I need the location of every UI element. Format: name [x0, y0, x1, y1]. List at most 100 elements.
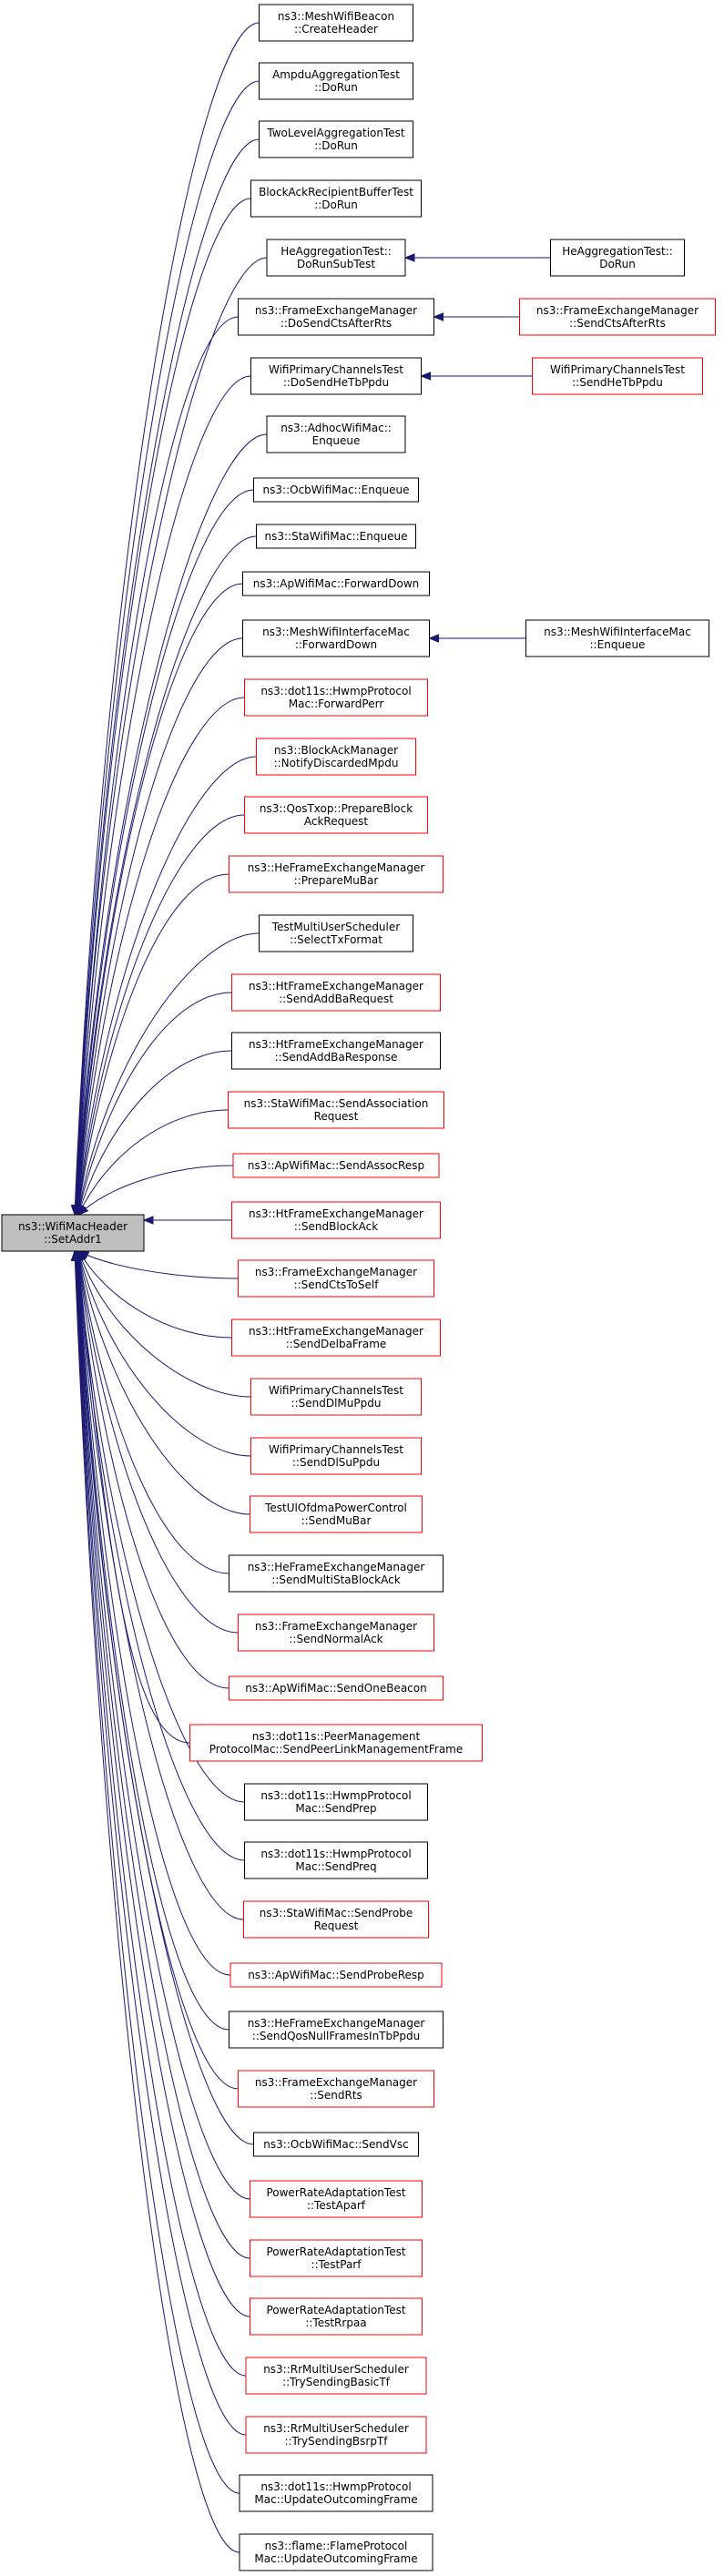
node-c25[interactable]: WifiPrimaryChannelsTest::SendDlSuPpdu	[250, 1437, 422, 1475]
node-c4[interactable]: HeAggregationTest::DoRunSubTest	[266, 239, 406, 277]
node-box	[259, 4, 413, 42]
node-c27[interactable]: ns3::HeFrameExchangeManager::SendMultiSt…	[229, 1554, 444, 1593]
node-c26[interactable]: TestUlOfdmaPowerControl::SendMuBar	[250, 1495, 423, 1533]
node-c34[interactable]: ns3::ApWifiMac::SendProbeResp	[229, 1962, 443, 1988]
node-box	[232, 1153, 440, 1178]
node-label-line: ns3::flame::FlameProtocol	[265, 2540, 408, 2552]
edge-line	[75, 375, 251, 1216]
node-c23[interactable]: ns3::HtFrameExchangeManager::SendDelbaFr…	[231, 1319, 441, 1357]
edge-line	[76, 756, 257, 1216]
node-c8[interactable]: ns3::OcbWifiMac::Enqueue	[253, 477, 419, 503]
node-c10[interactable]: ns3::ApWifiMac::ForwardDown	[242, 571, 430, 596]
node-c5[interactable]: ns3::FrameExchangeManager::DoSendCtsAfte…	[238, 298, 434, 336]
node-box	[256, 738, 416, 776]
node-c40[interactable]: PowerRateAdaptationTest::TestRrpaa	[250, 2297, 423, 2336]
node-c17[interactable]: ns3::HtFrameExchangeManager::SendAddBaRe…	[231, 973, 441, 1012]
node-label-line: ns3::FrameExchangeManager	[536, 304, 699, 317]
node-c0[interactable]: ns3::MeshWifiBeacon::CreateHeader	[259, 4, 413, 42]
node-label-line: DoRun	[599, 258, 636, 270]
edge-c18-to-root	[76, 1050, 232, 1217]
node-label-line: ns3::StaWifiMac::Enqueue	[265, 530, 408, 543]
node-c18[interactable]: ns3::HtFrameExchangeManager::SendAddBaRe…	[231, 1032, 441, 1070]
node-label-line: ns3::dot11s::HwmpProtocol	[260, 1848, 411, 1860]
node-box	[519, 298, 716, 336]
edge-line	[74, 1250, 247, 2436]
node-c2[interactable]: TwoLevelAggregationTest::DoRun	[259, 120, 413, 158]
node-c24[interactable]: WifiPrimaryChannelsTest::SendDlMuPpdu	[250, 1378, 422, 1416]
node-label-line: ::DoSendHeTbPpdu	[283, 376, 389, 389]
node-label-line: ns3::dot11s::HwmpProtocol	[260, 2480, 411, 2493]
node-c35[interactable]: ns3::HeFrameExchangeManager::SendQosNull…	[229, 2011, 444, 2049]
node-c13[interactable]: ns3::BlockAckManager::NotifyDiscardedMpd…	[256, 738, 416, 776]
node-c38[interactable]: PowerRateAdaptationTest::TestAparf	[250, 2180, 423, 2218]
node-label-line: ::SendCtsToSelf	[294, 1278, 380, 1291]
edge-line	[76, 637, 243, 1216]
node-label-line: Request	[314, 1919, 359, 1932]
node-c37[interactable]: ns3::OcbWifiMac::SendVsc	[253, 2132, 419, 2157]
node-c36[interactable]: ns3::FrameExchangeManager::SendRts	[238, 2070, 434, 2108]
edge-c10-to-root	[73, 583, 243, 1217]
node-c1[interactable]: AmpduAggregationTest::DoRun	[259, 62, 413, 100]
node-s1[interactable]: ns3::FrameExchangeManager::SendCtsAfterR…	[519, 298, 716, 336]
edge-line	[76, 433, 268, 1216]
node-c43[interactable]: ns3::dot11s::HwmpProtocolMac::UpdateOutc…	[239, 2474, 433, 2512]
node-c30[interactable]: ns3::dot11s::PeerManagementProtocolMac::…	[189, 1724, 483, 1762]
node-s0[interactable]: HeAggregationTest::DoRun	[550, 239, 685, 277]
node-label-line: ns3::dot11s::HwmpProtocol	[260, 685, 411, 697]
node-label-line: ::SetAddr1	[44, 1233, 102, 1246]
edge-line	[77, 1250, 229, 1574]
node-box	[242, 571, 430, 596]
node-label-line: ns3::ApWifiMac::SendProbeResp	[248, 1969, 424, 1981]
edge-s1-to-c5	[433, 312, 520, 321]
node-s2[interactable]: WifiPrimaryChannelsTest::SendHeTbPpdu	[532, 357, 703, 395]
node-c9[interactable]: ns3::StaWifiMac::Enqueue	[256, 524, 416, 549]
node-c42[interactable]: ns3::RrMultiUserScheduler::TrySendingBsr…	[245, 2416, 427, 2454]
edge-line	[74, 1250, 240, 2494]
node-root[interactable]: ns3::WifiMacHeader::SetAddr1	[1, 1214, 145, 1252]
node-c21[interactable]: ns3::HtFrameExchangeManager::SendBlockAc…	[231, 1201, 441, 1239]
node-c12[interactable]: ns3::dot11s::HwmpProtocolMac::ForwardPer…	[244, 678, 428, 717]
edge-line	[76, 1250, 231, 1976]
node-label-line: WifiPrimaryChannelsTest	[550, 363, 685, 376]
node-c28[interactable]: ns3::FrameExchangeManager::SendNormalAck	[238, 1614, 434, 1652]
node-c15[interactable]: ns3::HeFrameExchangeManager::PrepareMuBa…	[229, 855, 444, 893]
node-c11[interactable]: ns3::MeshWifiInterfaceMac::ForwardDown	[242, 619, 430, 657]
node-label-line: ns3::HeFrameExchangeManager	[248, 1561, 425, 1573]
node-c3[interactable]: BlockAckRecipientBufferTest::DoRun	[250, 179, 422, 218]
node-s3[interactable]: ns3::MeshWifiInterfaceMac::Enqueue	[525, 619, 709, 657]
node-box	[250, 1437, 422, 1475]
edge-line	[75, 1250, 250, 2200]
node-c6[interactable]: WifiPrimaryChannelsTest::DoSendHeTbPpdu	[250, 357, 422, 395]
node-box	[238, 1259, 434, 1298]
node-label-line: ::DoSendCtsAfterRts	[280, 317, 392, 330]
node-c39[interactable]: PowerRateAdaptationTest::TestParf	[250, 2239, 423, 2277]
node-label-line: ::SendNormalAck	[289, 1633, 382, 1645]
node-label-line: ::SendDlSuPpdu	[292, 1456, 380, 1469]
edge-line	[77, 1050, 232, 1216]
node-label-line: ::SendCtsAfterRts	[569, 317, 666, 330]
node-label-line: Mac::SendPreq	[295, 1860, 376, 1873]
node-label-line: ::DoRun	[314, 81, 358, 94]
node-c16[interactable]: TestMultiUserScheduler::SelectTxFormat	[259, 914, 413, 952]
node-label-line: ns3::MeshWifiBeacon	[278, 10, 394, 23]
node-c22[interactable]: ns3::FrameExchangeManager::SendCtsToSelf	[238, 1259, 434, 1298]
node-c41[interactable]: ns3::RrMultiUserScheduler::TrySendingBas…	[245, 2357, 427, 2395]
node-box	[231, 1319, 441, 1357]
node-box	[245, 2357, 427, 2395]
edge-c23-to-root	[77, 1249, 232, 1339]
edge-c12-to-root	[73, 697, 245, 1217]
edge-c34-to-root	[73, 1249, 231, 1976]
node-c29[interactable]: ns3::ApWifiMac::SendOneBeacon	[229, 1675, 444, 1701]
node-c44[interactable]: ns3::flame::FlameProtocolMac::UpdateOutc…	[239, 2533, 433, 2571]
node-c7[interactable]: ns3::AdhocWifiMac::Enqueue	[266, 415, 406, 453]
edge-arrowhead	[420, 372, 431, 381]
node-c20[interactable]: ns3::ApWifiMac::SendAssocResp	[232, 1153, 440, 1178]
node-label-line: ::TestParf	[311, 2258, 362, 2271]
node-box	[244, 796, 428, 834]
node-box	[245, 2416, 427, 2454]
